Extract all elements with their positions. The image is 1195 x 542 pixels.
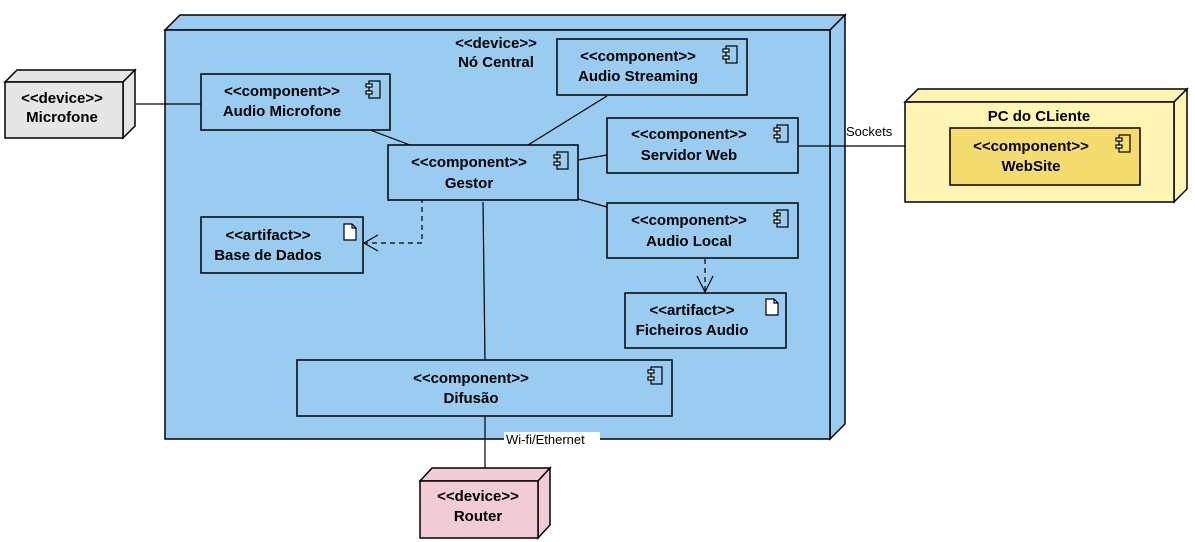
artifact-stereotype: <<artifact>> <box>225 227 310 244</box>
node-microfone-front-face <box>4 81 124 139</box>
artifact-base-dados[interactable]: <<artifact>> Base de Dados <box>200 216 364 274</box>
node-central-top-face <box>163 14 847 31</box>
node-client-top-face <box>903 88 1189 103</box>
component-name: Audio Streaming <box>578 68 698 85</box>
node-microfone[interactable]: <<device>> Microfone <box>3 68 137 140</box>
component-audio-local[interactable]: <<component>> Audio Local <box>606 202 799 259</box>
artifact-ficheiros-audio[interactable]: <<artifact>> Ficheiros Audio <box>624 292 787 349</box>
edge-servidorweb-gestor <box>577 154 608 161</box>
node-central-side-face <box>829 13 846 441</box>
edge-label-wifi-background <box>504 432 600 447</box>
component-name: Audio Local <box>646 233 732 250</box>
edge-gestor-basedados-dependency <box>366 198 423 244</box>
node-router-name: Router <box>454 508 502 525</box>
component-stereotype: <<component>> <box>413 370 529 387</box>
connectors <box>136 95 905 468</box>
node-microfone-name: Microfone <box>26 109 98 126</box>
component-stereotype: <<component>> <box>973 138 1089 155</box>
edge-audiolocal-ficheiros-arrowhead <box>696 275 714 294</box>
node-router-front-face <box>419 480 539 539</box>
node-client-name: PC do CLiente <box>988 108 1091 125</box>
artifact-name: Base de Dados <box>214 247 322 264</box>
artifact-stereotype: <<artifact>> <box>649 302 734 319</box>
component-stereotype: <<component>> <box>580 48 696 65</box>
node-router-stereotype: <<device>> <box>437 488 519 505</box>
node-router-side-face <box>537 466 551 540</box>
component-audio-microfone[interactable]: <<component>> Audio Microfone <box>200 73 391 131</box>
component-servidor-web[interactable]: <<component>> Servidor Web <box>606 117 799 174</box>
component-gestor[interactable]: <<component>> Gestor <box>387 144 579 201</box>
component-difusao[interactable]: <<component>> Difusão <box>296 359 673 417</box>
document-icon <box>343 223 357 241</box>
component-name: Gestor <box>445 175 494 192</box>
edge-label-wifi: Wi-fi/Ethernet <box>506 432 585 447</box>
component-stereotype: <<component>> <box>224 83 340 100</box>
node-microfone-stereotype: <<device>> <box>21 90 103 107</box>
edge-label-sockets: Sockets <box>846 124 893 139</box>
component-name: WebSite <box>1002 158 1061 175</box>
component-name: Difusão <box>443 390 498 407</box>
component-name: Audio Microfone <box>223 103 341 120</box>
node-router-top-face <box>418 467 552 482</box>
component-name: Servidor Web <box>641 147 737 164</box>
component-website[interactable]: <<component>> WebSite <box>949 127 1141 186</box>
edge-gestor-basedados-arrowhead <box>362 234 379 252</box>
edge-audiomicrofone-gestor <box>369 129 411 146</box>
node-client-side-face <box>1173 87 1188 204</box>
node-central-name: Nó Central <box>458 54 534 71</box>
component-stereotype: <<component>> <box>411 154 527 171</box>
edge-gestor-difusao <box>482 201 486 361</box>
node-central-stereotype: <<device>> <box>455 35 537 52</box>
component-stereotype: <<component>> <box>631 126 747 143</box>
edge-audiostreaming-gestor <box>527 95 608 146</box>
component-stereotype: <<component>> <box>631 212 747 229</box>
artifact-name: Ficheiros Audio <box>636 322 749 339</box>
node-microfone-top-face <box>3 69 137 83</box>
document-icon <box>765 298 779 316</box>
edge-audiolocal-gestor <box>577 198 608 208</box>
node-microfone-side-face <box>122 68 136 140</box>
component-audio-streaming[interactable]: <<component>> Audio Streaming <box>556 38 748 96</box>
node-router[interactable]: <<device>> Router <box>418 466 552 540</box>
